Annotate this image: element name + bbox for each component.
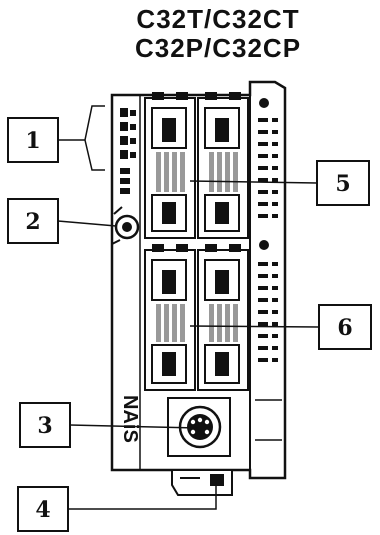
callout-1-label: 1 [25, 128, 40, 154]
callout-5-label: 5 [335, 171, 350, 197]
callout-1: 1 [8, 106, 105, 170]
brand-logo: NAiS [119, 395, 141, 443]
callout-6-label: 6 [337, 315, 352, 341]
callout-3-label: 3 [37, 413, 52, 439]
expansion-hook [172, 470, 232, 495]
callout-2-label: 2 [25, 209, 40, 235]
callout-2: 2 [8, 199, 116, 243]
callout-4-label: 4 [35, 497, 50, 523]
